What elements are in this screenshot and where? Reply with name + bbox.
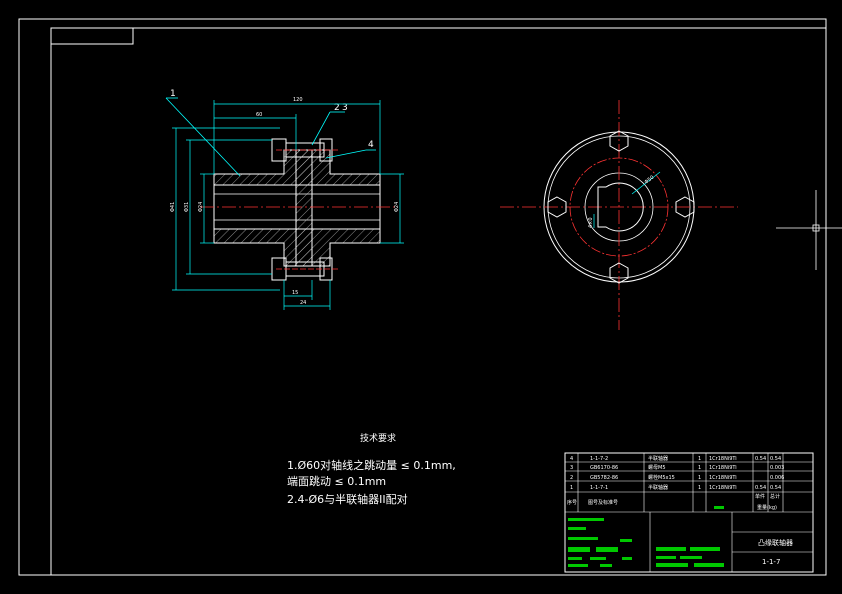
dim-key: 4×0 — [588, 217, 594, 228]
bom-row-w1: 0.54 — [755, 456, 766, 462]
bom-row-qty: 1 — [698, 465, 701, 471]
tech-req-line1: 1.Ø60对轴线之跳动量 ≤ 0.1mm, — [287, 458, 456, 472]
title-block: 4 1-1-7-2 半联轴器 1 1Cr18Ni9Ti 0.54 0.54 3 … — [564, 452, 814, 573]
bom-rows: 4 1-1-7-2 半联轴器 1 1Cr18Ni9Ti 0.54 0.54 3 … — [567, 455, 784, 511]
dim-bottom-a: 15 — [292, 290, 298, 296]
dim-left-c: Φ24 — [198, 202, 204, 212]
bom-header-code: 图号及标准号 — [588, 499, 618, 506]
bom-row-w2: 0.54 — [770, 456, 781, 462]
title-block-drawing-no: 1-1-7 — [762, 558, 780, 566]
bom-row-name: 半联轴器 — [648, 455, 668, 462]
bom-row-material: 1Cr18Ni9Ti — [709, 456, 737, 462]
dim-pcd: Φ50 — [644, 174, 656, 185]
crosshair-cursor-icon — [776, 190, 842, 270]
bom-row-w1: 0.54 — [755, 485, 766, 491]
bom-row-qty: 1 — [698, 475, 701, 481]
technical-requirements: 技术要求 1.Ø60对轴线之跳动量 ≤ 0.1mm, 端面跳动 ≤ 0.1mm … — [287, 432, 456, 506]
bom-row-material: 1Cr18Ni9Ti — [709, 465, 737, 471]
bom-row-code: GB5782-86 — [590, 475, 618, 481]
dim-left-a: Φ41 — [170, 202, 176, 212]
drawing-frame — [18, 18, 827, 576]
dim-top-inner: 60 — [256, 112, 262, 118]
part-label-4: 4 — [368, 140, 374, 150]
dimension-text: 120 60 Φ41 Φ31 Φ24 Φ24 15 24 — [170, 97, 400, 306]
coupling-end-view: Φ50 4×0 — [500, 100, 738, 330]
bom-header-seq: 序号 — [567, 499, 577, 506]
bom-header-w2: 总计 — [770, 493, 780, 500]
bom-header-weight: 重量(kg) — [757, 504, 777, 511]
bom-row-w2: 0.003 — [770, 465, 784, 471]
bom-row-name: 半联轴器 — [648, 484, 668, 491]
dim-left-b: Φ31 — [184, 202, 190, 212]
bom-row-name: 螺母M5 — [648, 464, 666, 471]
bom-row-code: 1-1-7-1 — [590, 485, 608, 491]
tech-req-title: 技术要求 — [360, 432, 396, 444]
bolt-top — [271, 138, 340, 162]
title-block-filler — [568, 506, 724, 567]
part-label-1: 1 — [170, 89, 176, 99]
bom-row-code: 1-1-7-2 — [590, 456, 608, 462]
bom-row-seq: 2 — [570, 475, 573, 481]
bom-row-name: 螺栓M5x15 — [648, 474, 675, 481]
bom-row-seq: 1 — [570, 485, 573, 491]
bom-row-seq: 3 — [570, 465, 573, 471]
title-block-name: 凸缘联轴器 — [758, 538, 793, 547]
bom-row-w2: 0.54 — [770, 485, 781, 491]
dim-bottom-b: 24 — [300, 300, 306, 306]
dim-top-overall: 120 — [293, 97, 303, 103]
dimension-lines — [172, 100, 404, 310]
bom-row-code: GB6170-86 — [590, 465, 618, 471]
bom-row-seq: 4 — [570, 456, 573, 462]
tech-req-line3: 2.4-Ø6与半联轴器II配对 — [287, 492, 408, 506]
bom-row-qty: 1 — [698, 456, 701, 462]
bom-row-qty: 1 — [698, 485, 701, 491]
bolt-bottom — [271, 257, 340, 281]
tech-req-line2: 端面跳动 ≤ 0.1mm — [287, 474, 386, 488]
part-label-2: 2 — [334, 103, 340, 113]
bom-row-w2: 0.006 — [770, 475, 784, 481]
part-label-3: 3 — [342, 103, 348, 113]
coupling-section-view: 1 2 3 4 — [165, 89, 396, 281]
bom-row-material: 1Cr18Ni9Ti — [709, 475, 737, 481]
bom-row-material: 1Cr18Ni9Ti — [709, 485, 737, 491]
bom-header-w1: 单件 — [755, 493, 765, 500]
dim-right-bore: Φ24 — [394, 202, 400, 212]
